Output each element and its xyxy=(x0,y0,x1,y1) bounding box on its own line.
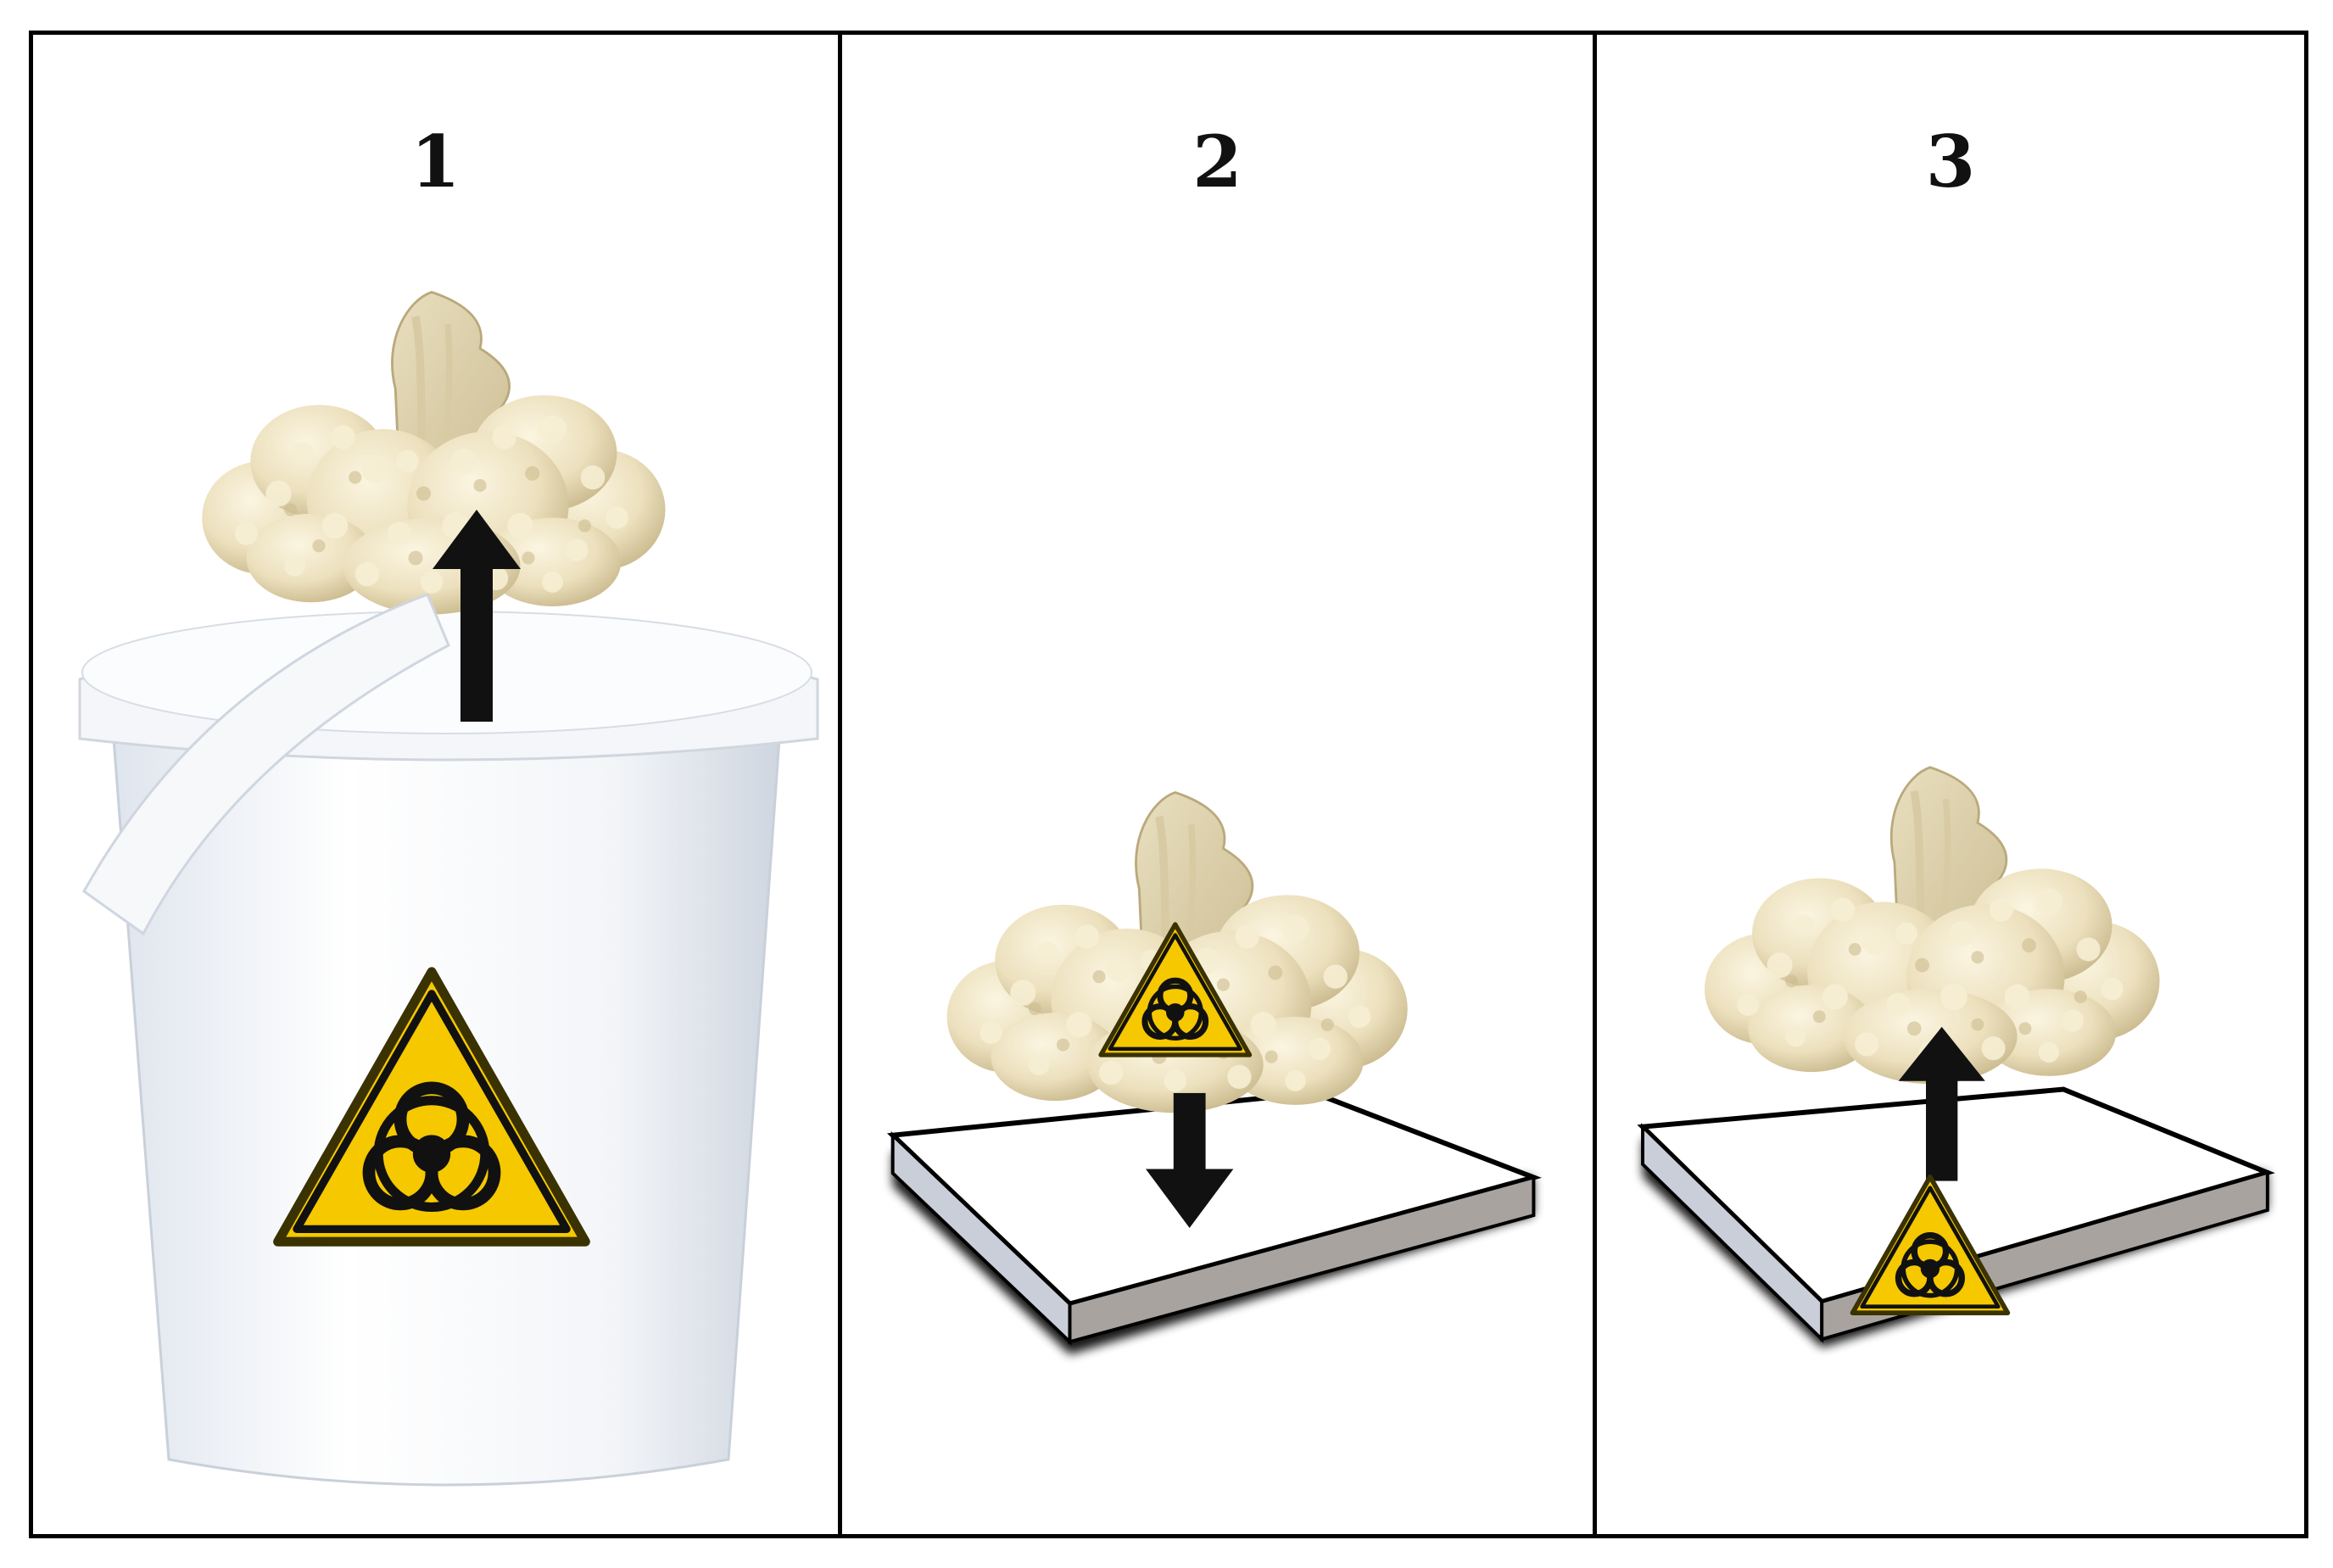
panel-2: 2 xyxy=(838,35,1593,1534)
plate xyxy=(886,1090,1542,1355)
arrow-up-icon xyxy=(1898,1026,1985,1181)
arrow-up-icon xyxy=(433,510,521,722)
cauliflower xyxy=(202,293,665,615)
panel-label: 2 xyxy=(1192,120,1242,204)
panel-1: 1 xyxy=(33,35,838,1534)
diagram-frame: 1 2 xyxy=(29,31,2308,1538)
arrow-down-icon xyxy=(1145,1092,1234,1229)
cauliflower xyxy=(1705,767,2160,1084)
panel-label: 3 xyxy=(1925,120,1976,204)
panel-label: 1 xyxy=(410,120,460,204)
panel-3: 3 xyxy=(1593,35,2304,1534)
panel-2-scene xyxy=(886,35,1542,1355)
panel-1-scene xyxy=(78,35,819,1487)
bucket-handle-icon xyxy=(82,593,450,936)
panel-3-scene xyxy=(1637,35,2275,1348)
